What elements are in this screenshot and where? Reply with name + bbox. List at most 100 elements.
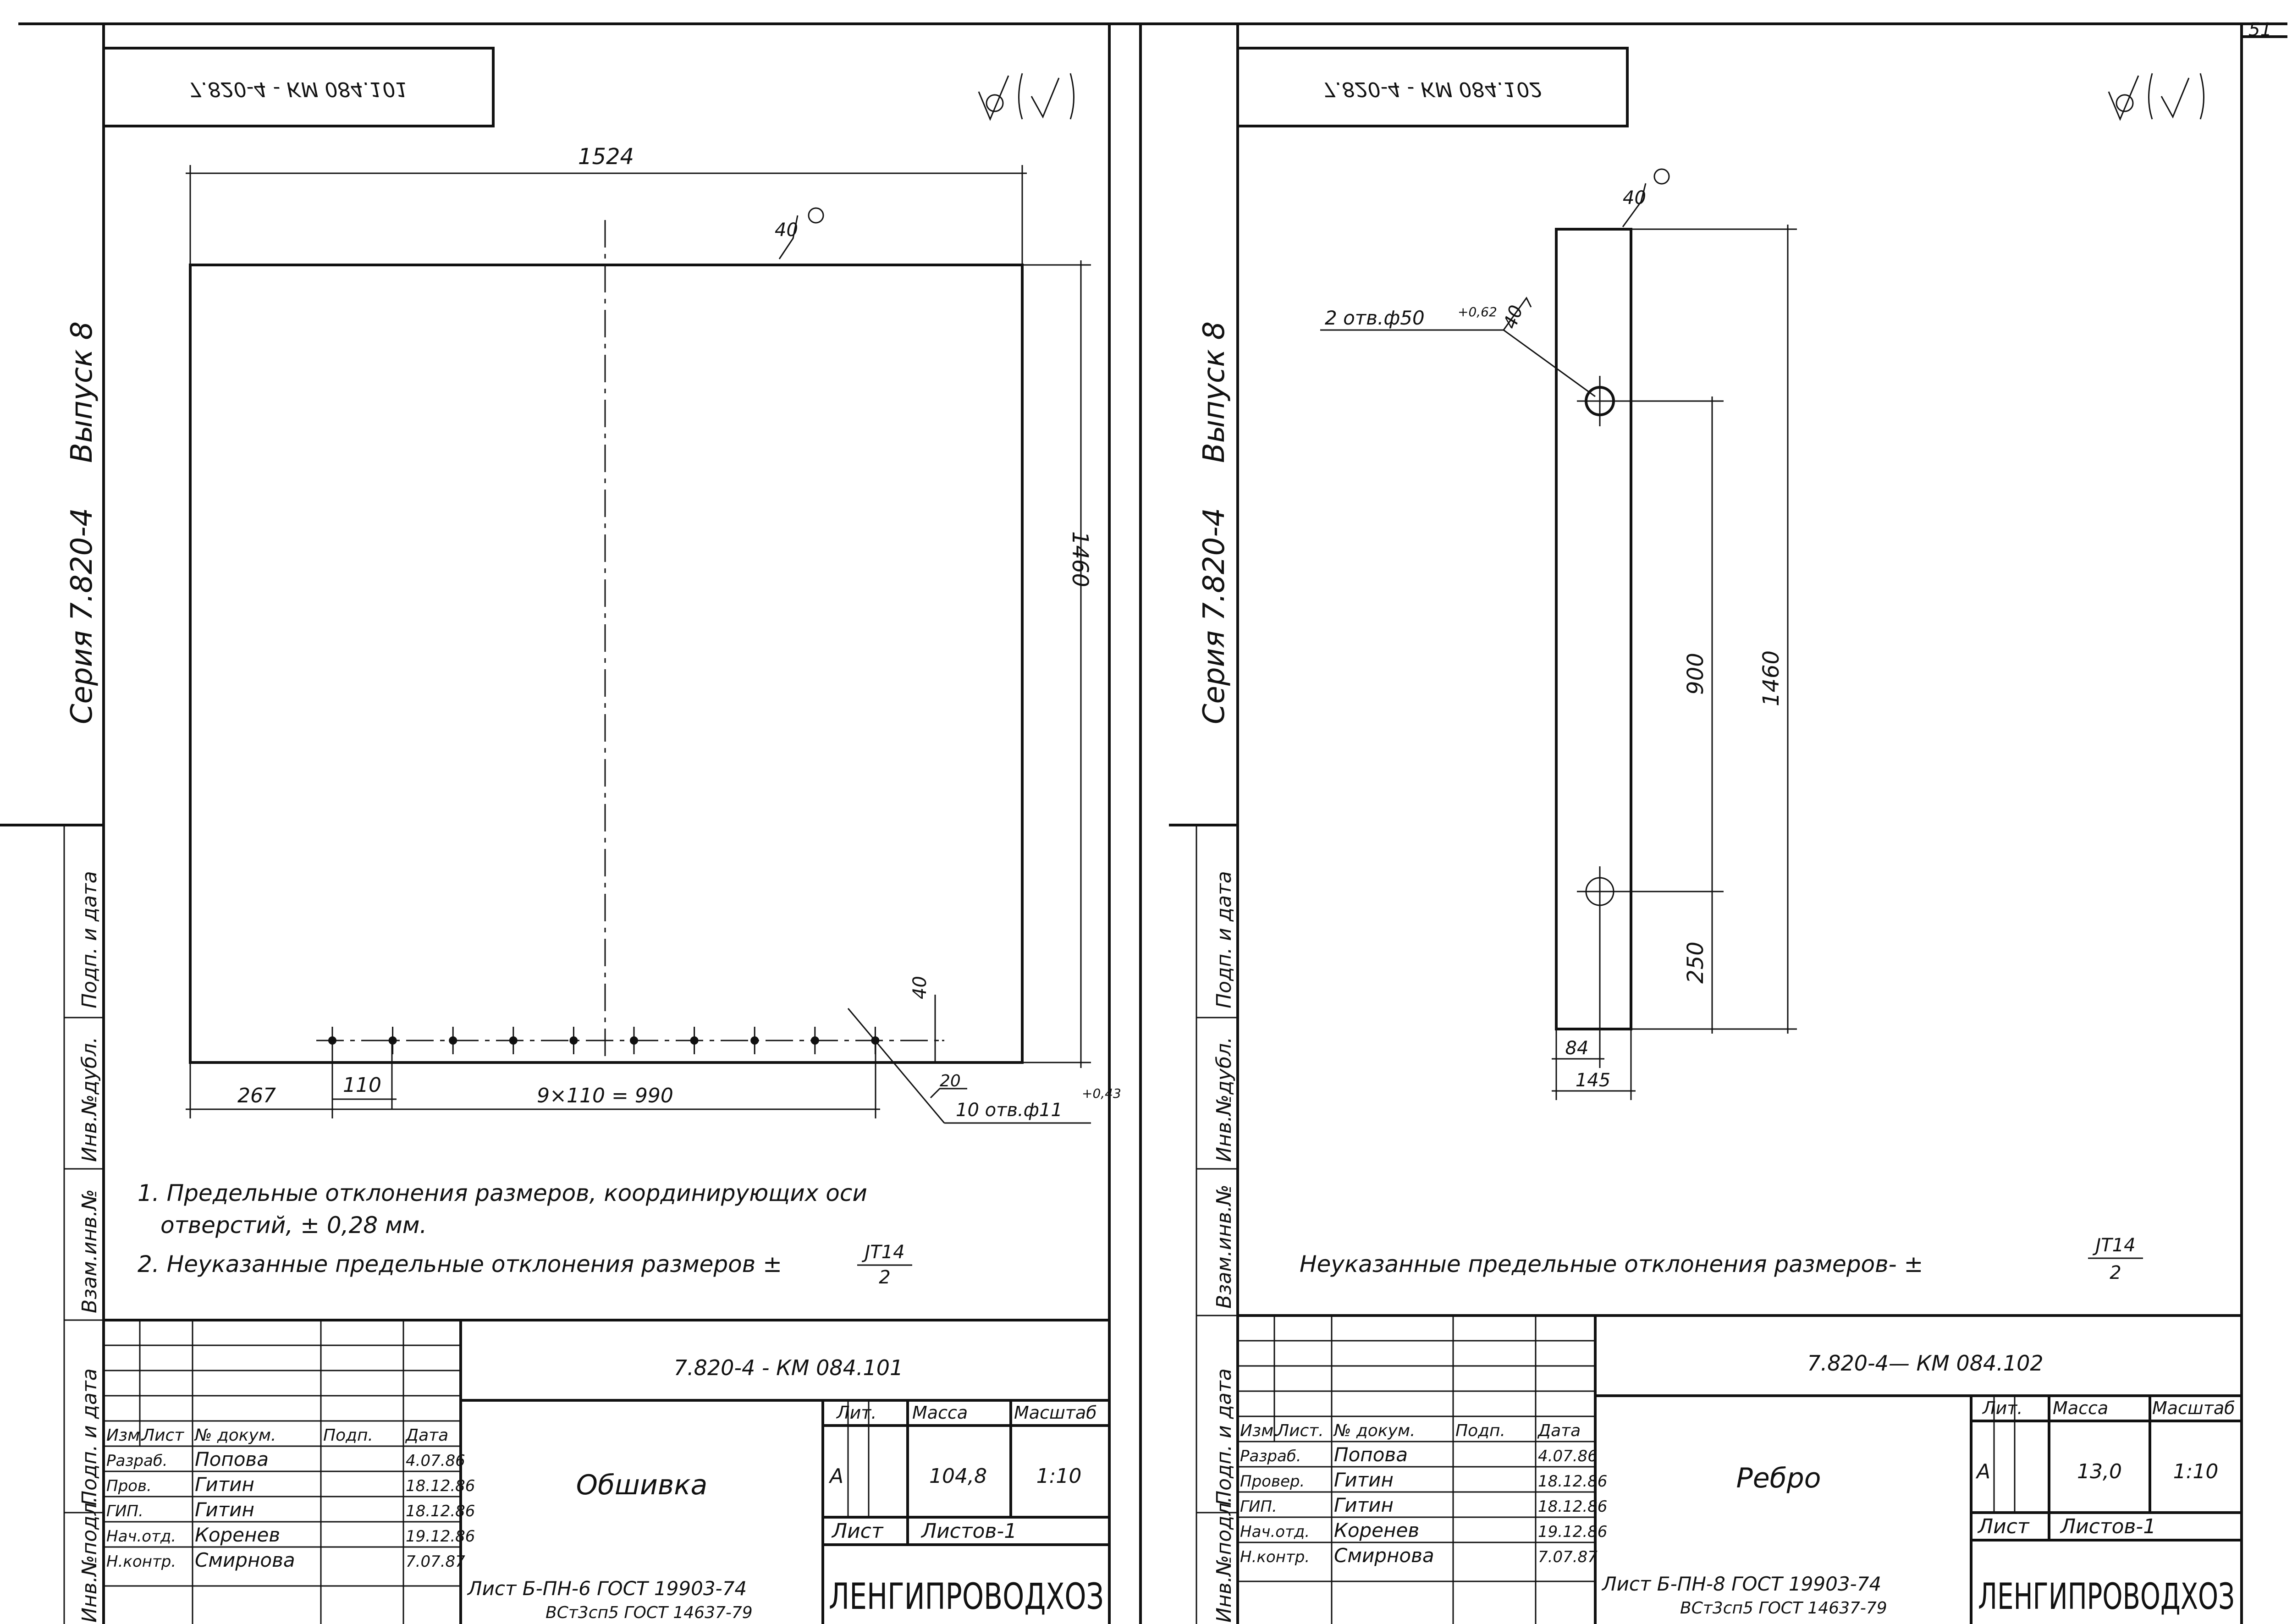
right-side-stamp: Подп. и дата Инв.№дубл. Взам.инв.№ Подп.… bbox=[1169, 824, 1238, 1624]
left-tb-cell-1-0: Пров. bbox=[106, 1477, 152, 1495]
right-col-lit: Лит. bbox=[1982, 1398, 2023, 1418]
right-tb-cell-3-0: Нач.отд. bbox=[1240, 1523, 1310, 1541]
right-tb-cell-4-1: Смирнова bbox=[1334, 1544, 1434, 1567]
rib-hole-top bbox=[1577, 376, 1724, 426]
left-tb-header-1: Лист bbox=[141, 1426, 184, 1445]
right-dim-height: 1460 bbox=[1758, 650, 1784, 706]
left-lit: А bbox=[828, 1464, 843, 1488]
right-stamp-replace: Взам.инв.№ bbox=[1212, 1184, 1236, 1309]
plate-hole bbox=[449, 1027, 457, 1054]
left-designation: 7.820-4 - КМ 084.101 bbox=[674, 1355, 904, 1380]
left-series-title: Серия 7.820-4 bbox=[65, 508, 99, 724]
left-tb-header-2: № докум. bbox=[194, 1426, 276, 1445]
right-tolerance-den: 2 bbox=[2110, 1262, 2121, 1283]
right-stamp-sign-date-1: Подп. и дата bbox=[1212, 871, 1236, 1008]
left-material-1: Лист Б-ПН-6 ГОСТ 19903-74 bbox=[467, 1577, 747, 1600]
right-tb-header-2: № докум. bbox=[1333, 1421, 1415, 1440]
left-scale: 1:10 bbox=[1036, 1464, 1082, 1488]
left-note-1-cont: отверстий, ± 0,28 мм. bbox=[160, 1212, 427, 1239]
left-hole-tolerance: +0,43 bbox=[1082, 1086, 1121, 1101]
right-tb-cell-3-1: Коренев bbox=[1334, 1519, 1419, 1541]
dim-hole-pitch: 110 bbox=[343, 1073, 381, 1097]
left-tolerance-num: JT14 bbox=[861, 1242, 904, 1263]
hole-row bbox=[328, 1027, 880, 1054]
right-material-2: ВСт3сп5 ГОСТ 14637-79 bbox=[1680, 1599, 1887, 1618]
right-tolerance-num: JT14 bbox=[2092, 1235, 2135, 1256]
right-tb-cell-4-3: 7.07.87 bbox=[1538, 1548, 1598, 1566]
left-roughness-value: 40 bbox=[775, 220, 798, 241]
right-code-mirrored: 7.820-4 - КМ 084.102 bbox=[1323, 77, 1543, 101]
right-tb-header-1: Лист. bbox=[1276, 1421, 1324, 1440]
left-stamp-inv: Инв.№подл. bbox=[78, 1496, 101, 1623]
plate-hole bbox=[690, 1027, 699, 1054]
plate-hole bbox=[630, 1027, 638, 1054]
left-tb-header-0: Изм. bbox=[106, 1426, 145, 1445]
right-drawing: 7.820-4 - КМ 084.102 Серия 7.820-4 Выпус… bbox=[1197, 24, 2243, 1624]
right-issue-title: Выпуск 8 bbox=[1197, 321, 1231, 463]
right-hole-tolerance: +0,62 bbox=[1458, 304, 1497, 319]
left-side-stamp: Подп. и дата Инв.№дубл. Взам.инв.№ Подп.… bbox=[0, 824, 104, 1624]
dim-edge-small: 20 bbox=[940, 1072, 961, 1090]
left-tb-cell-2-0: ГИП. bbox=[106, 1502, 143, 1520]
left-stamp-dup: Инв.№дубл. bbox=[78, 1037, 101, 1162]
left-tb-cell-0-3: 4.07.86 bbox=[406, 1452, 465, 1470]
left-col-scale: Масштаб bbox=[1014, 1403, 1097, 1423]
right-mass: 13,0 bbox=[2077, 1460, 2122, 1483]
right-part-name: Ребро bbox=[1736, 1462, 1821, 1494]
left-sheet: Лист bbox=[831, 1519, 884, 1543]
right-col-scale: Масштаб bbox=[2152, 1398, 2235, 1418]
left-tb-header-4: Дата bbox=[405, 1426, 448, 1445]
plate-hole bbox=[569, 1027, 578, 1054]
dim-edge-offset: 40 bbox=[909, 976, 931, 999]
left-col-mass: Масса bbox=[912, 1403, 968, 1423]
right-stamp-dup: Инв.№дубл. bbox=[1212, 1037, 1236, 1162]
dim-overall-height: 1460 bbox=[1067, 531, 1093, 587]
rib-outline bbox=[1555, 228, 1632, 1030]
right-series-title: Серия 7.820-4 bbox=[1197, 508, 1231, 724]
right-col-mass: Масса bbox=[2053, 1398, 2108, 1418]
left-tb-header-3: Подп. bbox=[323, 1426, 373, 1445]
right-tb-header-4: Дата bbox=[1537, 1421, 1581, 1440]
left-tb-cell-2-1: Гитин bbox=[195, 1498, 254, 1521]
plate-hole bbox=[388, 1027, 397, 1054]
left-mass: 104,8 bbox=[929, 1464, 987, 1488]
right-tb-cell-4-0: Н.контр. bbox=[1240, 1548, 1310, 1566]
left-tb-cell-0-1: Попова bbox=[195, 1448, 269, 1470]
right-roughness-top: 40 bbox=[1623, 187, 1646, 209]
right-tb-cell-0-0: Разраб. bbox=[1240, 1447, 1301, 1465]
left-tb-cell-4-1: Смирнова bbox=[195, 1549, 295, 1571]
right-tb-cell-3-3: 19.12.86 bbox=[1538, 1523, 1607, 1541]
right-dim-width: 145 bbox=[1576, 1070, 1610, 1091]
right-stamp-inv: Инв.№подл. bbox=[1212, 1496, 1236, 1623]
right-org: ЛЕНГИПРОВОДХОЗ bbox=[1978, 1576, 2235, 1618]
plate-hole bbox=[810, 1027, 819, 1054]
right-code-box bbox=[1236, 47, 1629, 127]
left-tb-cell-4-3: 7.07.87 bbox=[406, 1552, 465, 1571]
left-sheets: Листов-1 bbox=[920, 1519, 1017, 1543]
right-tb-header-0: Изм. bbox=[1240, 1421, 1279, 1440]
right-tb-cell-0-1: Попова bbox=[1334, 1443, 1408, 1466]
dim-first-hole: 267 bbox=[237, 1084, 276, 1107]
right-hole-callout: 2 отв.ф50 bbox=[1325, 307, 1425, 329]
right-dim-hole-spacing: 900 bbox=[1683, 653, 1708, 695]
left-stamp-replace: Взам.инв.№ bbox=[78, 1189, 101, 1313]
right-tb-cell-1-1: Гитин bbox=[1334, 1469, 1394, 1491]
right-note: Неуказанные предельные отклонения размер… bbox=[1300, 1251, 1923, 1277]
roughness-mark-icon bbox=[978, 73, 1074, 121]
left-note-1: 1. Предельные отклонения размеров, коорд… bbox=[138, 1180, 867, 1206]
left-tb-cell-4-0: Н.контр. bbox=[106, 1552, 176, 1571]
right-tb-cell-2-3: 18.12.86 bbox=[1538, 1497, 1607, 1516]
left-tolerance-den: 2 bbox=[879, 1267, 890, 1288]
right-lit: А bbox=[1975, 1460, 1990, 1483]
right-tb-cell-2-0: ГИП. bbox=[1240, 1497, 1277, 1516]
right-sheet: Лист bbox=[1977, 1515, 2030, 1538]
left-hole-callout: 10 отв.ф11 bbox=[956, 1100, 1063, 1121]
right-material-1: Лист Б-ПН-8 ГОСТ 19903-74 bbox=[1601, 1573, 1881, 1595]
right-dim-bottom: 250 bbox=[1683, 941, 1708, 984]
left-code-box bbox=[102, 47, 495, 127]
left-tb-cell-2-3: 18.12.86 bbox=[406, 1502, 475, 1520]
plate-hole bbox=[509, 1027, 518, 1054]
